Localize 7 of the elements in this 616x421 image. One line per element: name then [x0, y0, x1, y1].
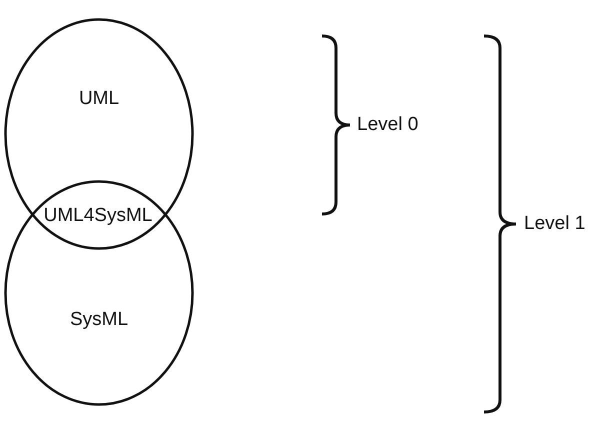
bracket-label: Level 0 [357, 114, 418, 136]
set-label: UML [78, 88, 120, 110]
venn-circle [4, 180, 194, 406]
overlap-label: UML4SysML [44, 205, 152, 227]
venn-circle [4, 18, 194, 250]
bracket-label: Level 1 [524, 213, 586, 235]
set-label: SysML [70, 309, 128, 332]
